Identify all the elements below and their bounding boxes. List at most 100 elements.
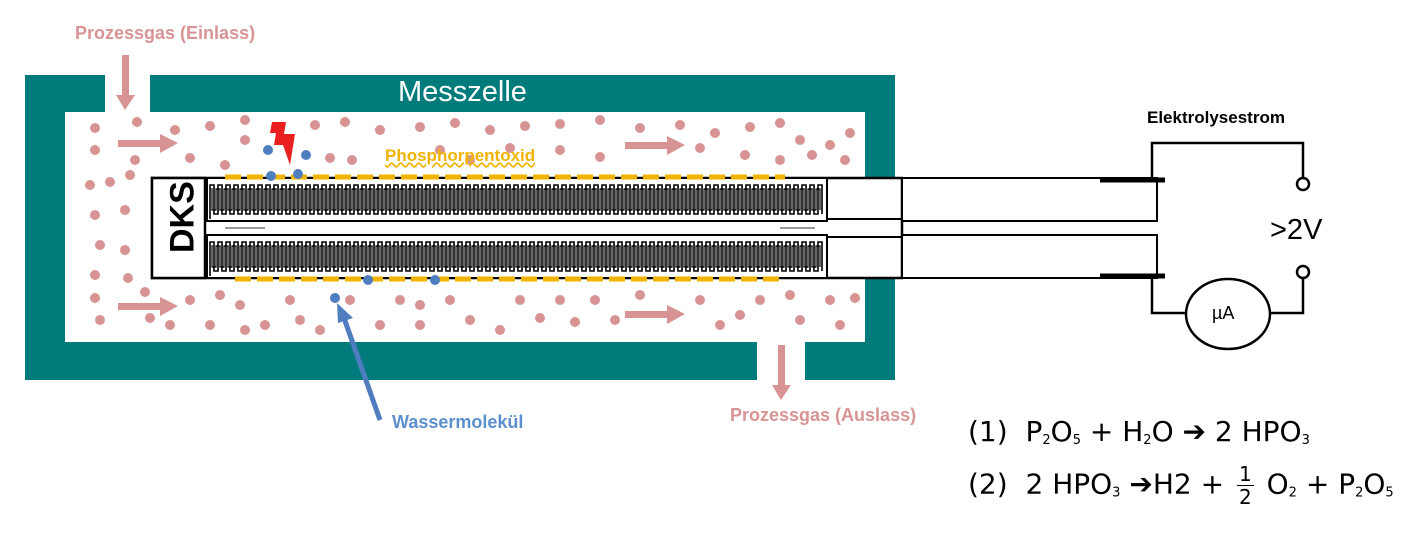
gas-particle bbox=[485, 125, 495, 135]
outlet-label: Prozessgas (Auslass) bbox=[730, 405, 917, 425]
gas-particle bbox=[140, 287, 150, 297]
gas-particle bbox=[165, 320, 175, 330]
gas-particle bbox=[345, 295, 355, 305]
gas-particle bbox=[850, 293, 860, 303]
gas-particle bbox=[835, 320, 845, 330]
gas-particle bbox=[807, 150, 817, 160]
gas-particle bbox=[120, 245, 130, 255]
water-pointer-arrow bbox=[337, 303, 383, 421]
gas-particle bbox=[90, 293, 100, 303]
gas-particle bbox=[95, 315, 105, 325]
inlet-label: Prozessgas (Einlass) bbox=[75, 23, 256, 43]
gas-particle bbox=[220, 160, 230, 170]
microammeter-icon bbox=[1184, 277, 1272, 351]
voltage-label: >2V bbox=[1270, 214, 1323, 246]
sensor-leads bbox=[901, 177, 1165, 279]
electrode-fingers-inner bbox=[211, 188, 821, 211]
outlet-arrow bbox=[772, 345, 791, 400]
gas-particle bbox=[185, 295, 195, 305]
gas-particle bbox=[95, 240, 105, 250]
interdigital-electrode-bottom bbox=[209, 241, 823, 276]
gas-particle bbox=[715, 320, 725, 330]
gas-particle bbox=[285, 295, 295, 305]
gas-particle bbox=[260, 320, 270, 330]
gas-particle bbox=[123, 273, 133, 283]
gas-particle bbox=[520, 121, 530, 131]
flow-arrows bbox=[118, 134, 685, 324]
gas-particle bbox=[125, 170, 135, 180]
gas-particle bbox=[375, 320, 385, 330]
gas-particle bbox=[775, 118, 785, 128]
electrolysis-current-label: Elektrolysestrom bbox=[1147, 108, 1285, 127]
gas-particle bbox=[505, 143, 515, 153]
gas-particle bbox=[205, 121, 215, 131]
gas-particle bbox=[465, 155, 475, 165]
gas-particle bbox=[145, 313, 155, 323]
gas-particle bbox=[295, 315, 305, 325]
equation-1-number: (1) bbox=[968, 415, 1008, 448]
gas-particle bbox=[170, 125, 180, 135]
gas-particle bbox=[695, 295, 705, 305]
gas-particle bbox=[375, 125, 385, 135]
gas-particle bbox=[132, 117, 142, 127]
equation-2-number: (2) bbox=[968, 467, 1008, 501]
electrode-fingers bbox=[209, 241, 823, 276]
lightning-icon bbox=[270, 122, 295, 165]
measuring-cell-housing bbox=[25, 75, 895, 380]
gas-particle bbox=[775, 155, 785, 165]
electrode-fingers bbox=[209, 184, 823, 219]
gas-particle bbox=[555, 295, 565, 305]
gas-particle bbox=[205, 320, 215, 330]
electrode-fingers-inner bbox=[211, 245, 821, 268]
gas-particle bbox=[415, 300, 425, 310]
microammeter-label: µA bbox=[1212, 303, 1235, 323]
gas-particle bbox=[90, 123, 100, 133]
gas-particle bbox=[465, 315, 475, 325]
gas-particle bbox=[235, 300, 245, 310]
gas-particle bbox=[495, 325, 505, 335]
gas-particle bbox=[695, 143, 705, 153]
gas-particle bbox=[515, 295, 525, 305]
gas-particle bbox=[395, 295, 405, 305]
gas-particle bbox=[610, 315, 620, 325]
gas-particle bbox=[570, 317, 580, 327]
gas-particle bbox=[785, 290, 795, 300]
gas-particle bbox=[240, 115, 250, 125]
gas-particle bbox=[85, 180, 95, 190]
gas-particle bbox=[240, 325, 250, 335]
gas-particle bbox=[310, 120, 320, 130]
gas-particle bbox=[90, 210, 100, 220]
gas-particle bbox=[740, 150, 750, 160]
gas-particle bbox=[90, 145, 100, 155]
gas-particle bbox=[745, 122, 755, 132]
gas-particle bbox=[595, 152, 605, 162]
interdigital-electrode-top bbox=[209, 184, 823, 219]
gas-particle bbox=[795, 315, 805, 325]
gas-particle bbox=[825, 295, 835, 305]
gas-particle bbox=[590, 295, 600, 305]
gas-particle bbox=[450, 118, 460, 128]
gas-particle bbox=[555, 119, 565, 129]
equation-1: (1) P2O5 + H2O ➔ 2 HPO3 bbox=[968, 415, 1310, 448]
gas-particle bbox=[445, 295, 455, 305]
gas-particle bbox=[415, 320, 425, 330]
water-molecules bbox=[263, 145, 440, 303]
gas-particle bbox=[315, 325, 325, 335]
process-gas-particles bbox=[85, 115, 860, 335]
cell-title: Messzelle bbox=[398, 76, 527, 108]
gas-particle bbox=[635, 290, 645, 300]
gas-particle bbox=[710, 128, 720, 138]
gas-particle bbox=[435, 145, 445, 155]
gas-particle bbox=[635, 123, 645, 133]
gas-particle bbox=[325, 153, 335, 163]
electrolysis-circuit bbox=[1150, 141, 1311, 351]
gas-particle bbox=[130, 155, 140, 165]
gas-particle bbox=[755, 295, 765, 305]
gas-particle bbox=[555, 145, 565, 155]
gas-particle bbox=[415, 122, 425, 132]
gas-particle bbox=[735, 310, 745, 320]
gas-particle bbox=[825, 140, 835, 150]
